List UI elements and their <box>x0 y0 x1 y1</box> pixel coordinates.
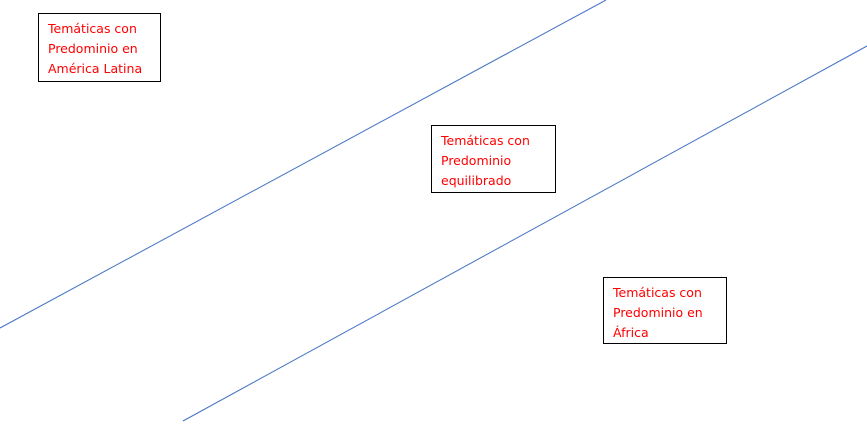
label-line: Temáticas con <box>613 285 702 300</box>
label-line: África <box>613 325 649 340</box>
label-line: Temáticas con <box>441 133 530 148</box>
label-line: Predominio en <box>48 41 138 56</box>
label-line: América Latina <box>48 61 143 76</box>
upper-diagonal-line <box>0 0 607 329</box>
balanced-label-box: Temáticas con Predominio equilibrado <box>431 125 556 193</box>
label-line: Predominio en <box>613 305 703 320</box>
lower-diagonal-line <box>182 45 867 422</box>
label-line: Predominio <box>441 153 512 168</box>
latin-america-label-box: Temáticas con Predominio en América Lati… <box>38 13 161 82</box>
africa-label-box: Temáticas con Predominio en África <box>603 277 727 344</box>
label-line: Temáticas con <box>48 21 137 36</box>
label-line: equilibrado <box>441 173 512 188</box>
